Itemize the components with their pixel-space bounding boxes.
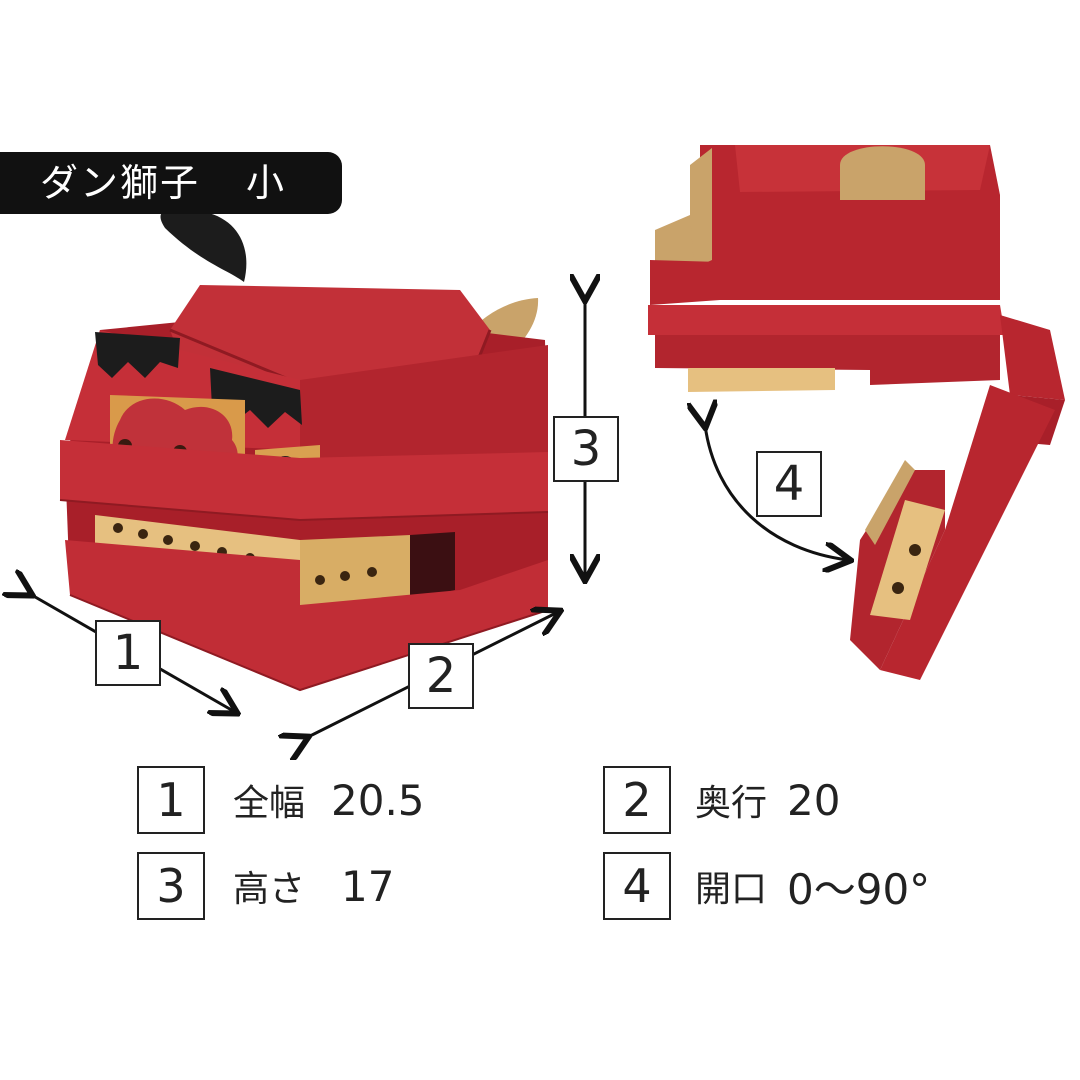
product-size: 小 [246, 161, 287, 205]
shishi-side-view [648, 145, 1065, 680]
spec-depth: 2 奥行 20 [603, 766, 840, 834]
spec-value: 20.5 [331, 775, 425, 825]
side-ear [840, 146, 925, 200]
opening-angle-arrow [705, 425, 848, 560]
spec-width: 1 全幅 20.5 [137, 766, 425, 834]
product-title: ダン獅子 [40, 161, 201, 205]
top-box [170, 285, 490, 384]
product-title-bar: ダン獅子 小 [0, 152, 342, 214]
spec-opening: 4 開口 0～90° [603, 852, 930, 920]
spec-number: 1 [137, 766, 205, 834]
spec-label: 全幅 [233, 783, 306, 824]
spec-number: 3 [137, 852, 205, 920]
figure-label-1: 1 [95, 620, 161, 686]
product-illustration [0, 145, 1065, 760]
spec-label: 奥行 [695, 783, 768, 824]
spec-value: 17 [341, 861, 395, 911]
figure-label-2: 2 [408, 643, 474, 709]
spec-value: 0～90° [787, 864, 931, 914]
shishi-front-view [59, 209, 549, 692]
figure-label-3: 3 [553, 416, 619, 482]
left-eyebrow [95, 332, 180, 378]
spec-value: 20 [787, 775, 841, 825]
left-ear [160, 209, 247, 282]
spec-label: 高さ [233, 869, 306, 910]
spec-number: 4 [603, 852, 671, 920]
open-lower-jaw [880, 385, 1055, 680]
spec-number: 2 [603, 766, 671, 834]
figure-label-4: 4 [756, 451, 822, 517]
spec-label: 開口 [695, 869, 768, 910]
spec-height: 3 高さ 17 [137, 852, 394, 920]
